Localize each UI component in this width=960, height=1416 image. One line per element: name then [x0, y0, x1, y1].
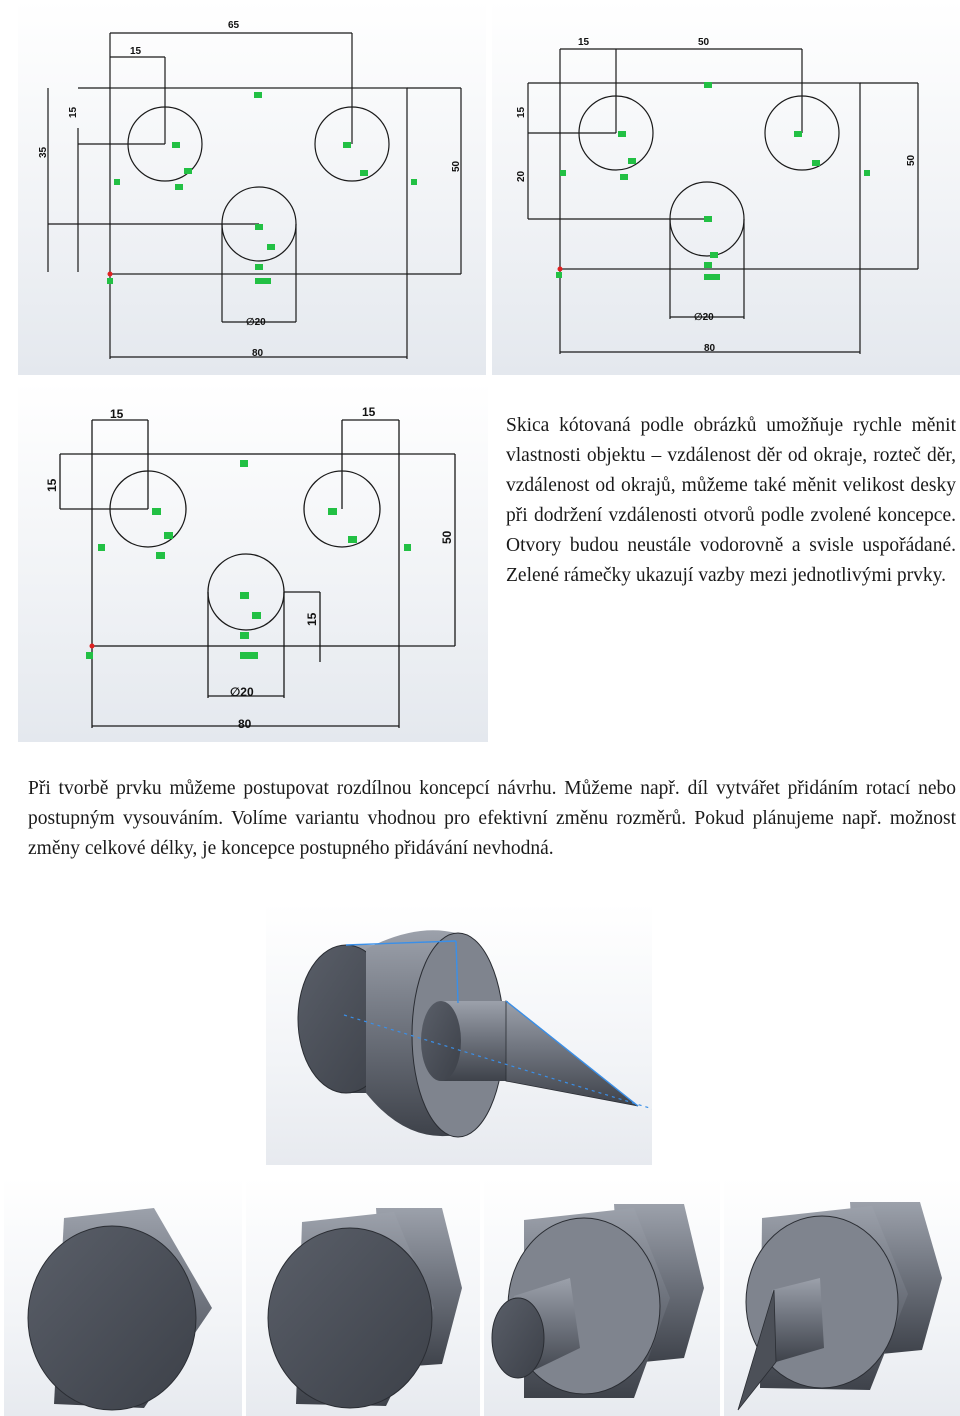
- dim-20-left: 20: [516, 170, 527, 182]
- model-step-4-drawing: [737, 1202, 942, 1411]
- sketch-top-left: 65 15 15 35 50 ∅20 80: [18, 0, 486, 375]
- dim-80: 80: [252, 348, 264, 359]
- sketch-top-right-drawing: 15 50 15 20 50 ∅20 80: [516, 37, 919, 354]
- dim-15-left: 15: [45, 478, 59, 492]
- model-step-2: [246, 1178, 480, 1416]
- paragraph-design-concept: Při tvorbě prvku můžeme postupovat rozdí…: [28, 778, 956, 859]
- dim-80: 80: [704, 343, 716, 354]
- model-main-drawing: [297, 930, 652, 1138]
- model-step-2-drawing: [267, 1208, 462, 1409]
- dim-50-right: 50: [906, 154, 917, 166]
- dim-15-left: 15: [68, 106, 79, 118]
- dim-dia-20: ∅20: [230, 685, 254, 699]
- sketch-middle-drawing: 15 15 15 50 15 ∅20 80: [45, 405, 456, 731]
- dim-65: 65: [228, 20, 240, 31]
- model-step-3-drawing: [491, 1204, 704, 1398]
- model-step-1-drawing: [27, 1208, 212, 1411]
- dim-15-left: 15: [516, 106, 527, 118]
- paragraph-sketch-description: Skica kótovaná podle obrázků umožňuje ry…: [506, 415, 956, 586]
- dim-80: 80: [238, 717, 252, 731]
- model-step-3: [484, 1178, 720, 1416]
- dim-dia-20: ∅20: [694, 312, 714, 323]
- dim-50: 50: [440, 530, 454, 544]
- model-step-1: [4, 1178, 242, 1416]
- dim-15-top: 15: [578, 37, 590, 48]
- dim-15-top-right: 15: [362, 405, 376, 419]
- dim-dia-20: ∅20: [246, 317, 266, 328]
- dim-15-bottom: 15: [305, 612, 319, 626]
- dim-50: 50: [451, 160, 462, 172]
- dim-35: 35: [38, 146, 49, 158]
- dim-15-top: 15: [130, 46, 142, 57]
- dim-15-top-left: 15: [110, 407, 124, 421]
- sketch-middle: 15 15 15 50 15 ∅20 80: [18, 382, 488, 742]
- sketch-top-right: 15 50 15 20 50 ∅20 80: [492, 0, 960, 375]
- sketch-top-left-drawing: 65 15 15 35 50 ∅20 80: [38, 20, 462, 359]
- model-main-render: [266, 903, 652, 1165]
- dim-50-top: 50: [698, 37, 710, 48]
- model-step-4: [724, 1178, 960, 1416]
